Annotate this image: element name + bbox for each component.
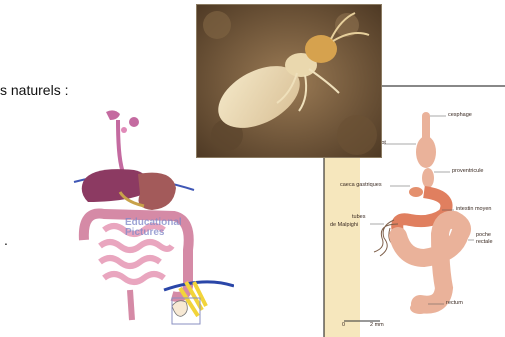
face-shape bbox=[172, 301, 187, 317]
soil-clump bbox=[203, 11, 231, 39]
liver-shape bbox=[82, 169, 148, 202]
label-malpighi-1: tubes bbox=[352, 214, 365, 220]
label-poche-1: poche bbox=[476, 232, 491, 238]
rectum-human bbox=[130, 290, 132, 320]
scale-end-label: 2 mm bbox=[370, 322, 384, 328]
jabot-segment bbox=[416, 136, 436, 168]
rectum-segment bbox=[410, 302, 430, 314]
label-proventricule: proventricule bbox=[452, 168, 484, 174]
label-intestin: intestin moyen bbox=[456, 206, 491, 212]
proventricule-segment bbox=[422, 168, 434, 188]
label-rectum: rectum bbox=[446, 300, 463, 306]
termite-photo-svg bbox=[197, 5, 381, 157]
stomach-shape bbox=[138, 173, 176, 210]
salivary-gland bbox=[121, 127, 127, 133]
label-caeca: caeca gastriques bbox=[340, 182, 382, 188]
trailing-dot: . bbox=[4, 232, 8, 248]
intro-text: s naturels : bbox=[0, 82, 68, 98]
termite-photo bbox=[196, 4, 382, 158]
termite-head bbox=[305, 35, 337, 63]
label-poche-2: rectale bbox=[476, 239, 493, 245]
watermark-line2: Pictures bbox=[125, 228, 182, 238]
salivary-gland bbox=[129, 117, 139, 127]
watermark-text: Educational Pictures bbox=[125, 218, 182, 238]
scale-start-label: 0 bbox=[342, 322, 345, 328]
soil-clump bbox=[337, 115, 377, 155]
mouth-shape bbox=[106, 110, 120, 120]
label-malpighi-2: de Malpighi bbox=[330, 222, 358, 228]
rectal-pouch bbox=[398, 220, 462, 305]
caeca-segment bbox=[409, 187, 423, 197]
label-esophagus: cesphage bbox=[448, 112, 472, 118]
